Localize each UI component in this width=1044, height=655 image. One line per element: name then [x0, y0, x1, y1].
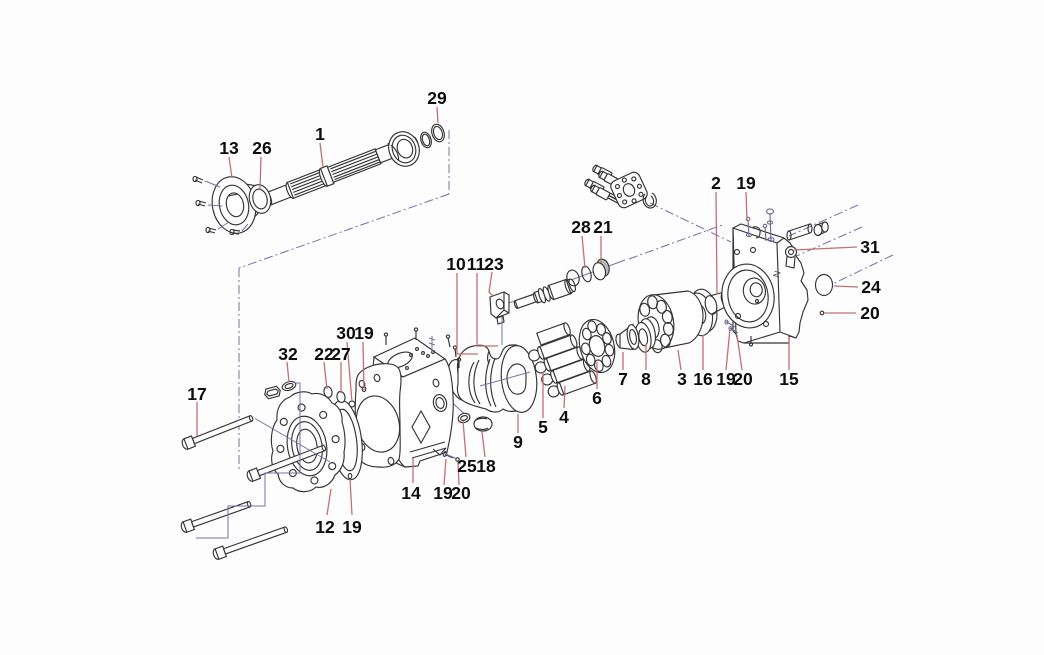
- svg-text:11: 11: [467, 254, 486, 274]
- svg-text:14: 14: [401, 483, 421, 503]
- svg-text:19: 19: [433, 483, 453, 503]
- svg-text:26: 26: [252, 138, 272, 158]
- svg-text:24: 24: [861, 277, 881, 297]
- svg-text:1: 1: [315, 124, 325, 144]
- svg-text:32: 32: [278, 344, 298, 364]
- svg-text:20: 20: [451, 483, 471, 503]
- svg-text:19: 19: [354, 323, 374, 343]
- svg-text:5: 5: [538, 417, 548, 437]
- svg-text:31: 31: [860, 237, 880, 257]
- svg-text:29: 29: [427, 88, 447, 108]
- svg-text:2: 2: [711, 173, 721, 193]
- svg-text:9: 9: [513, 432, 523, 452]
- svg-text:23: 23: [484, 254, 504, 274]
- svg-text:4: 4: [559, 407, 569, 427]
- svg-text:17: 17: [187, 384, 206, 404]
- svg-text:19: 19: [736, 173, 756, 193]
- svg-text:19: 19: [342, 517, 362, 537]
- svg-text:20: 20: [733, 369, 753, 389]
- svg-text:25: 25: [457, 456, 477, 476]
- svg-text:21: 21: [593, 217, 613, 237]
- svg-text:20: 20: [860, 303, 880, 323]
- svg-text:10: 10: [446, 254, 466, 274]
- svg-text:8: 8: [641, 369, 651, 389]
- svg-text:22: 22: [314, 344, 334, 364]
- svg-text:30: 30: [336, 323, 356, 343]
- svg-text:15: 15: [779, 369, 799, 389]
- svg-text:13: 13: [219, 138, 239, 158]
- svg-text:19: 19: [716, 369, 736, 389]
- svg-text:28: 28: [571, 217, 591, 237]
- svg-text:7: 7: [618, 369, 628, 389]
- svg-text:18: 18: [476, 456, 496, 476]
- svg-text:16: 16: [693, 369, 713, 389]
- svg-text:27: 27: [331, 344, 350, 364]
- svg-text:6: 6: [592, 388, 602, 408]
- svg-text:N: N: [771, 270, 782, 279]
- svg-text:3: 3: [677, 369, 687, 389]
- svg-text:12: 12: [315, 517, 335, 537]
